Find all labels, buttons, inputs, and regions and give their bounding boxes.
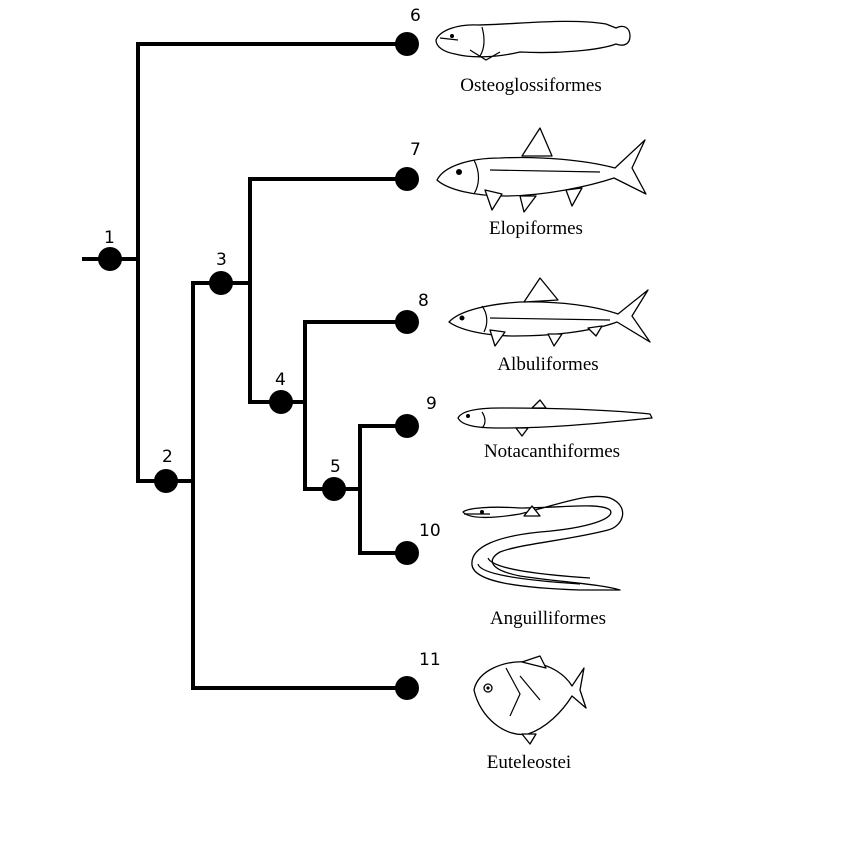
node-number-5: 5	[330, 457, 341, 477]
node-number-3: 3	[216, 250, 227, 270]
euteleostei-fish-icon	[473, 655, 587, 745]
branch-node2	[191, 281, 409, 690]
node-number-11: 11	[419, 650, 441, 670]
node-number-10: 10	[419, 521, 441, 541]
notacanthiformes-fish-icon	[457, 399, 653, 437]
branch-node3	[248, 177, 409, 404]
node-dot-6	[395, 32, 419, 56]
branch-node5	[358, 424, 409, 555]
node-dot-7	[395, 167, 419, 191]
taxon-labels: Osteoglossiformes Elopiformes Albuliform…	[460, 75, 620, 773]
albuliformes-fish-icon	[448, 277, 651, 347]
taxon-label-albuliformes: Albuliformes	[497, 354, 598, 375]
elopiformes-fish-icon	[436, 127, 647, 213]
anguilliformes-fish-icon	[462, 495, 624, 591]
node-dot-10	[395, 541, 419, 565]
node-number-6: 6	[410, 6, 421, 26]
node-numbers: 1 2 3 4 5 6 7 8 9 10 11	[104, 6, 441, 670]
node-dot-1	[98, 247, 122, 271]
node-dot-9	[395, 414, 419, 438]
node-dot-3	[209, 271, 233, 295]
taxon-label-osteoglossiformes: Osteoglossiformes	[460, 75, 601, 96]
taxon-label-anguilliformes: Anguilliformes	[490, 608, 606, 629]
taxon-label-elopiformes: Elopiformes	[489, 218, 583, 239]
node-dot-2	[154, 469, 178, 493]
tree-branches	[82, 42, 409, 690]
taxon-label-notacanthiformes: Notacanthiformes	[484, 441, 620, 462]
branch-node1	[136, 42, 409, 483]
osteoglossiformes-fish-icon	[435, 20, 631, 61]
node-dot-8	[395, 310, 419, 334]
node-number-2: 2	[162, 447, 173, 467]
node-number-9: 9	[426, 394, 437, 414]
taxon-label-euteleostei: Euteleostei	[487, 752, 571, 773]
node-dot-4	[269, 390, 293, 414]
node-dot-11	[395, 676, 419, 700]
node-dots	[98, 32, 419, 700]
node-dot-5	[322, 477, 346, 501]
node-number-8: 8	[418, 291, 429, 311]
node-number-7: 7	[410, 140, 421, 160]
node-number-4: 4	[275, 370, 286, 390]
node-number-1: 1	[104, 228, 115, 248]
branch-node4	[303, 320, 409, 491]
